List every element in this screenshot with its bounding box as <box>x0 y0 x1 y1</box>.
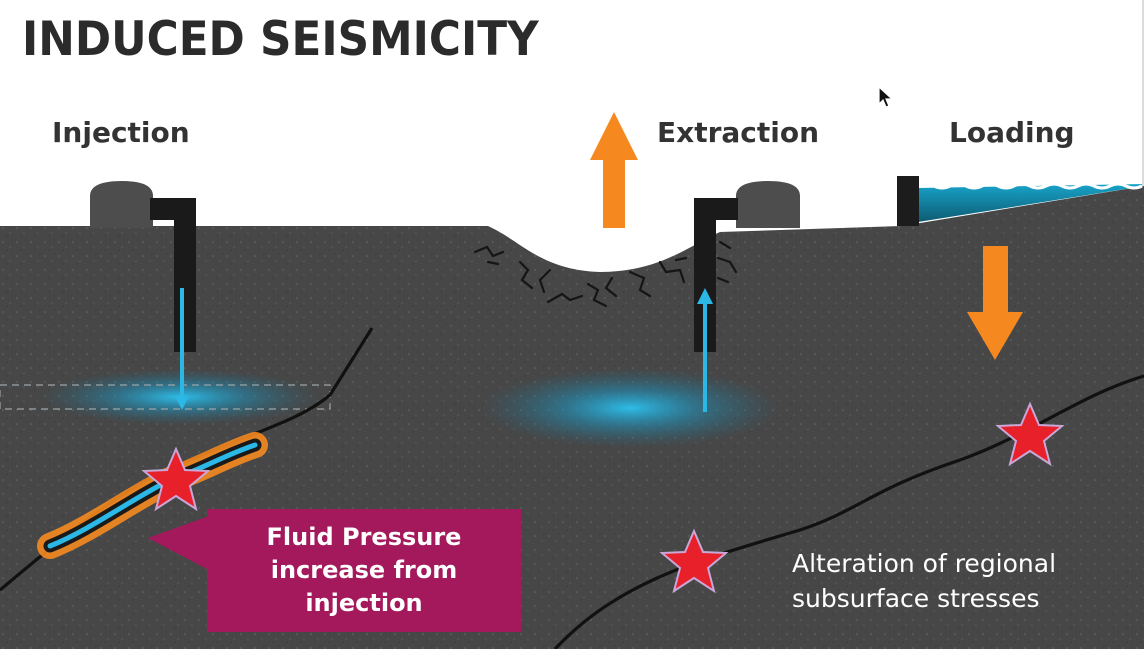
loading-label: Loading <box>949 116 1075 149</box>
extraction-plume <box>480 368 780 448</box>
injection-pipe <box>150 198 196 352</box>
arrow-up-icon <box>590 112 638 228</box>
star-icon <box>141 446 211 512</box>
page-title: INDUCED SEISMICITY <box>22 12 539 67</box>
cursor-icon <box>878 86 894 108</box>
right-fault <box>553 374 1144 649</box>
injection-label: Injection <box>52 116 190 149</box>
stress-note: Alteration of regional subsurface stress… <box>792 546 1056 616</box>
callout-text: Fluid Pressure increase from injection <box>207 521 521 620</box>
stress-note-line: subsurface stresses <box>792 584 1040 613</box>
callout-pointer <box>148 516 209 570</box>
arrow-up-icon <box>697 288 713 304</box>
stress-note-line: Alteration of regional <box>792 549 1057 578</box>
star-icon <box>659 528 729 594</box>
callout-box <box>207 509 521 632</box>
arrow-down-icon <box>967 246 1023 360</box>
callout-line: injection <box>305 589 423 617</box>
extraction-label: Extraction <box>657 116 820 149</box>
reservoir-water <box>918 184 1144 222</box>
star-icon <box>995 401 1065 467</box>
callout-line: increase from <box>270 556 458 584</box>
callout-line: Fluid Pressure <box>266 523 462 551</box>
subsidence-cracks <box>473 240 738 308</box>
water-waves <box>917 182 1143 190</box>
dam-wall <box>897 176 919 226</box>
injection-tank <box>90 181 153 228</box>
extraction-tank <box>736 181 800 228</box>
